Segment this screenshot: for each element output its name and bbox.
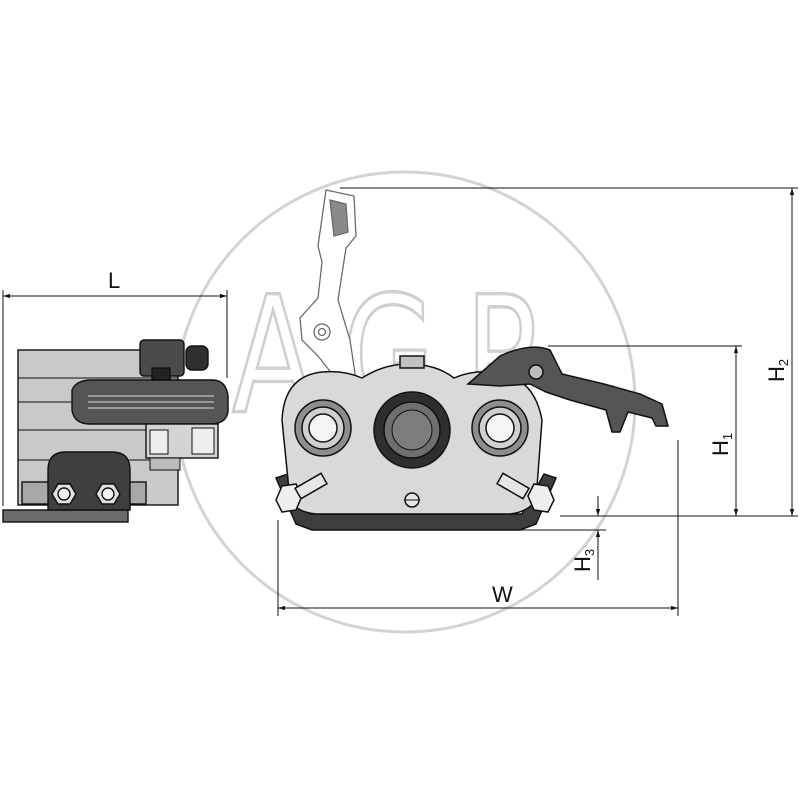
side-handle-pin xyxy=(151,367,171,381)
center-coupling xyxy=(373,391,451,469)
front-bolt-right xyxy=(495,472,555,513)
dimension-W xyxy=(277,440,679,616)
front-bolt-left xyxy=(275,472,329,513)
front-top-nut xyxy=(399,355,425,369)
dimension-H3 xyxy=(500,496,606,580)
side-base-plate xyxy=(2,509,129,523)
right-port xyxy=(471,399,529,457)
dimension-W-label: W xyxy=(492,582,513,607)
svg-text:H1: H1 xyxy=(708,433,735,456)
svg-text:H2: H2 xyxy=(764,359,791,382)
dimension-H3-label: H3 xyxy=(570,549,597,572)
svg-text:H3: H3 xyxy=(570,549,597,572)
dimension-L xyxy=(2,290,228,506)
side-bolt-right xyxy=(95,483,121,505)
side-bolt-left xyxy=(51,483,77,505)
front-lever xyxy=(466,346,669,433)
dimension-L-label: L xyxy=(108,268,120,293)
dimension-H1-label: H1 xyxy=(708,433,735,456)
side-view xyxy=(2,339,229,523)
dimension-H1 xyxy=(548,345,742,516)
left-port xyxy=(294,399,352,457)
dimension-H2-label: H2 xyxy=(764,359,791,382)
front-view xyxy=(274,346,669,531)
dimension-H2 xyxy=(340,187,798,517)
